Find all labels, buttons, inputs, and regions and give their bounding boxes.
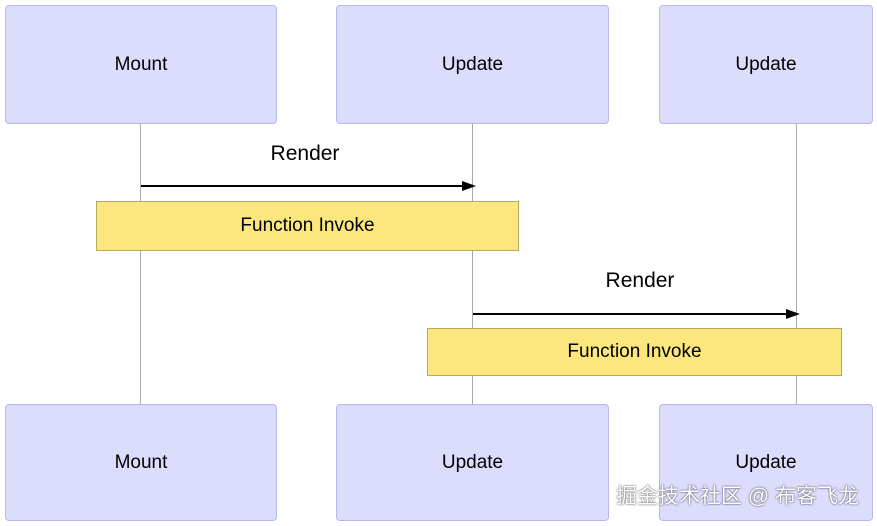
message-label-1: Render: [270, 142, 340, 165]
note-text: Function Invoke: [567, 341, 702, 362]
actor-label: Update: [441, 451, 504, 473]
actor-label: Update: [735, 451, 797, 473]
arrowhead-1: [462, 181, 476, 191]
actor-label: Update: [441, 53, 504, 75]
actor-bottom-update-1: Update: [336, 404, 609, 521]
watermark-text: 掘金技术社区 @ 布客飞龙: [616, 485, 859, 508]
lifeline-update-1: [472, 123, 473, 405]
actor-bottom-update-2: Update: [659, 404, 873, 521]
note-function-invoke-2: Function Invoke: [427, 328, 842, 376]
arrowhead-2: [786, 309, 800, 319]
actor-label: Update: [735, 53, 797, 75]
message-label-2: Render: [605, 269, 675, 292]
actor-bottom-mount: Mount: [5, 404, 277, 521]
lifeline-update-2: [796, 123, 797, 405]
note-function-invoke-1: Function Invoke: [96, 201, 519, 251]
actor-top-mount: Mount: [5, 5, 277, 124]
actor-top-update-2: Update: [659, 5, 873, 124]
lifeline-mount: [140, 123, 141, 405]
note-text: Function Invoke: [240, 215, 375, 236]
actor-top-update-1: Update: [336, 5, 609, 124]
actor-label: Mount: [114, 451, 168, 473]
actor-label: Mount: [114, 53, 168, 75]
